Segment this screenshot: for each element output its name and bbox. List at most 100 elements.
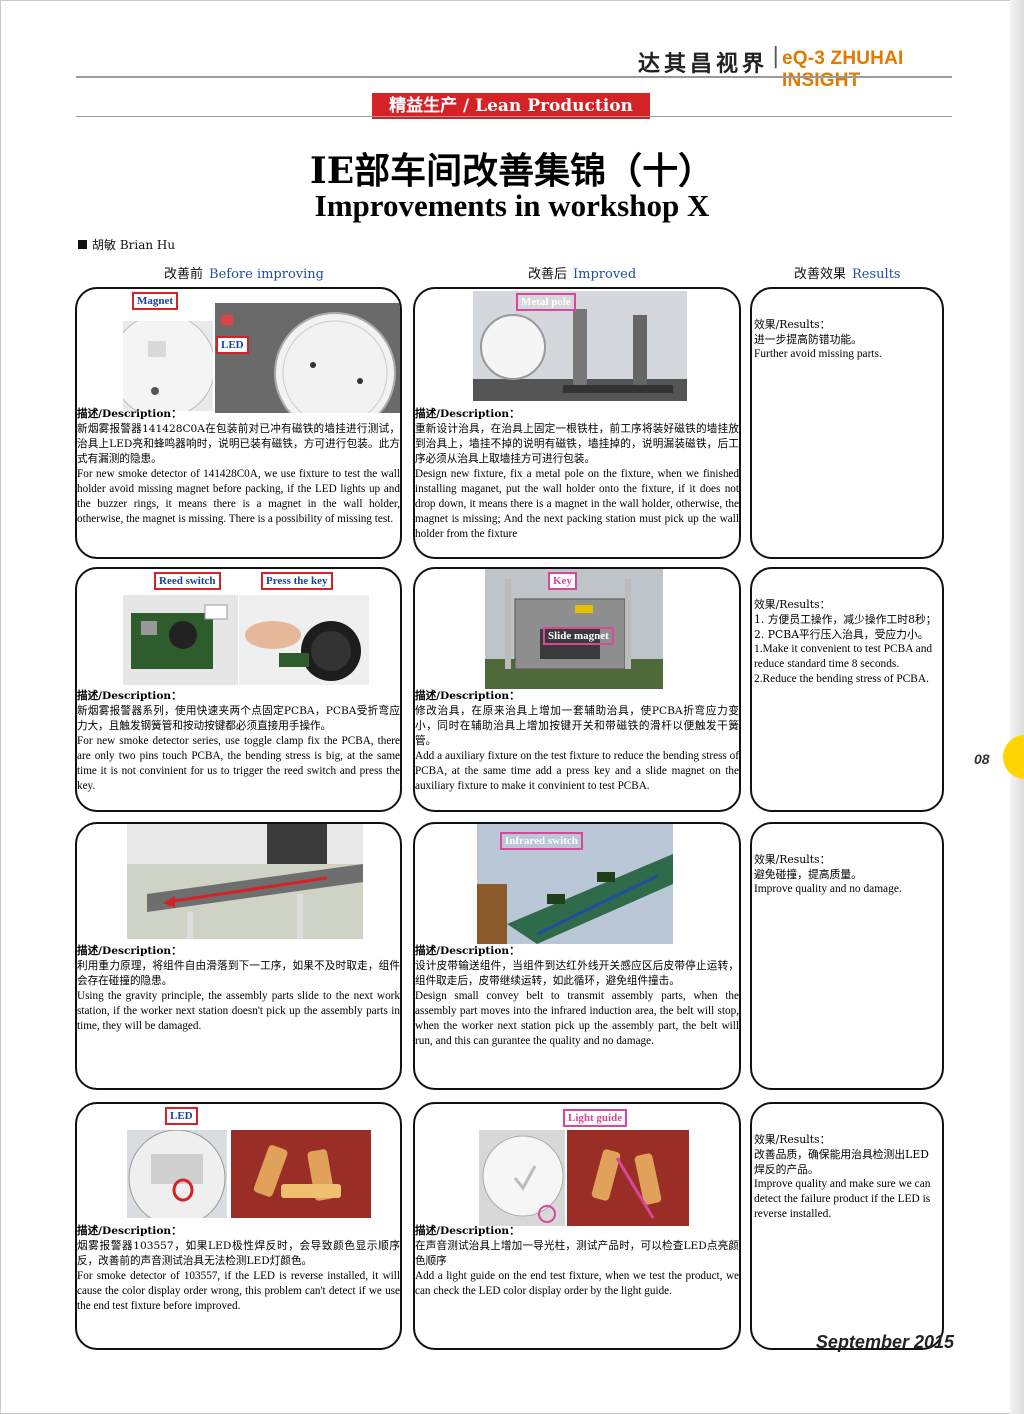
description-cn: 在声音测试治具上增加一导光柱，测试产品时，可以检查LED点亮颜色顺序	[415, 1240, 739, 1267]
description-before-2: 描述/Description： 新烟雾报警器系列，使用快速夹两个点固定PCBA，…	[77, 689, 400, 794]
result-cn: 进一步提高防错功能。	[754, 333, 862, 346]
masthead-en: eQ-3 ZHUHAI INSIGHT	[782, 48, 904, 91]
card-result-3: 效果/Results： 避免碰撞，提高质量。 Improve quality a…	[750, 822, 944, 1090]
label-metal-pole: Metal pole	[516, 293, 576, 311]
card-result-4: 效果/Results： 改善品质，确保能用治具检测出LED焊反的产品。 Impr…	[750, 1102, 944, 1350]
description-after-1: 描述/Description： 重新设计治具，在治具上固定一根铁柱，前工序将装好…	[415, 407, 739, 542]
author-line: 胡敏 Brian Hu	[78, 236, 175, 253]
test-fixture-image	[215, 303, 400, 413]
column-header-before: 改善前 Before improving	[164, 263, 324, 282]
result-text-4: 效果/Results： 改善品质，确保能用治具检测出LED焊反的产品。 Impr…	[754, 1132, 938, 1222]
card-before-2: Reed switch Press the key 描述/Description…	[75, 567, 402, 812]
description-before-4: 描述/Description： 烟雾报警器103557，如果LED极性焊反时，会…	[77, 1224, 400, 1314]
led-components-image	[231, 1130, 371, 1218]
column-before-en: Before improving	[209, 267, 324, 282]
label-led: LED	[216, 336, 249, 354]
photo-led-components	[231, 1130, 371, 1218]
column-before-cn: 改善前	[164, 267, 204, 282]
photo-led-detector	[127, 1130, 227, 1218]
description-cn: 利用重力原理，将组件自由滑落到下一工序，如果不及时取走，组件会存在碰撞的隐患。	[77, 960, 400, 987]
title-cn: IE部车间改善集锦（十）	[309, 150, 715, 192]
metal-pole-fixture-image	[473, 291, 687, 401]
result-heading: 效果/Results：	[754, 598, 831, 611]
description-cn: 设计皮带输送组件，当组件到达红外线开关感应区后皮带停止运转，组件取走后，皮带继续…	[415, 960, 739, 987]
result-text-3: 效果/Results： 避免碰撞，提高质量。 Improve quality a…	[754, 852, 938, 897]
author-name: 胡敏 Brian Hu	[92, 238, 176, 252]
masthead-separator: |	[772, 44, 780, 69]
page-edge-shadow	[1010, 0, 1024, 1414]
photo-test-fixture	[215, 303, 400, 413]
led-detector-image	[127, 1130, 227, 1218]
masthead: 达其昌视界 | eQ-3 ZHUHAI INSIGHT	[620, 44, 960, 91]
card-after-3: Infrared switch 描述/Description： 设计皮带输送组件…	[413, 822, 741, 1090]
photo-pcba-clamp	[123, 595, 238, 685]
card-before-3: 描述/Description： 利用重力原理，将组件自由滑落到下一工序，如果不及…	[75, 822, 402, 1090]
label-led: LED	[165, 1107, 198, 1125]
column-after-cn: 改善后	[528, 267, 568, 282]
label-slide-magnet: Slide magnet	[543, 627, 614, 645]
column-results-en: Results	[852, 267, 901, 282]
auxiliary-fixture-image	[485, 569, 663, 689]
gravity-slide-image	[127, 824, 363, 939]
photo-metal-pole-fixture	[473, 291, 687, 401]
banner-rule	[76, 116, 952, 117]
card-after-4: Light guide 描述/Description： 在声音测试治具上增加一导…	[413, 1102, 741, 1350]
result-en: Improve quality and no damage.	[754, 883, 902, 895]
description-before-3: 描述/Description： 利用重力原理，将组件自由滑落到下一工序，如果不及…	[77, 944, 400, 1034]
description-after-3: 描述/Description： 设计皮带输送组件，当组件到达红外线开关感应区后皮…	[415, 944, 739, 1049]
card-after-1: Metal pole 描述/Description： 重新设计治具，在治具上固定…	[413, 287, 741, 559]
masthead-cn: 达其昌视界	[638, 52, 769, 77]
description-after-2: 描述/Description： 修改治具，在原来治具上增加一套辅助治具，使PCB…	[415, 689, 739, 794]
result-heading: 效果/Results：	[754, 1133, 831, 1146]
hand-press-image	[239, 595, 369, 685]
result-text-1: 效果/Results： 进一步提高防错功能。 Further avoid mis…	[754, 317, 938, 362]
description-heading: 描述/Description：	[415, 1225, 520, 1237]
description-en: For new smoke detector of 141428C0A, we …	[77, 468, 400, 525]
description-heading: 描述/Description：	[415, 408, 520, 420]
description-heading: 描述/Description：	[77, 690, 182, 702]
description-heading: 描述/Description：	[77, 945, 182, 957]
title-en: Improvements in workshop X	[314, 188, 710, 223]
description-en: Add a light guide on the end test fixtur…	[415, 1270, 739, 1297]
photo-auxiliary-fixture	[485, 569, 663, 689]
result-cn-1: 1. 方便员工操作，减少操作工时8秒；	[754, 613, 937, 626]
description-en: For new smoke detector series, use toggl…	[77, 735, 400, 792]
convey-belt-image	[477, 824, 673, 944]
label-reed-switch: Reed switch	[154, 572, 221, 590]
photo-light-guide-detector	[479, 1130, 565, 1226]
card-result-2: 效果/Results： 1. 方便员工操作，减少操作工时8秒； 2. PCBA平…	[750, 567, 944, 812]
page-number: 08	[974, 751, 990, 767]
card-before-4: LED 描述/Description： 烟雾报警器103557，如果LED极性焊…	[75, 1102, 402, 1350]
photo-detector-base	[123, 321, 213, 411]
card-after-2: Key Slide magnet 描述/Description： 修改治具，在原…	[413, 567, 741, 812]
footer-date: September 2015	[815, 1332, 954, 1352]
description-en: Add a auxiliary fixture on the test fixt…	[415, 750, 739, 792]
result-cn: 改善品质，确保能用治具检测出LED焊反的产品。	[754, 1148, 929, 1176]
result-cn-2: 2. PCBA平行压入治具，受应力小。	[754, 628, 929, 641]
description-en: For smoke detector of 103557, if the LED…	[77, 1270, 400, 1312]
photo-convey-belt	[477, 824, 673, 944]
light-guide-fixture-image	[567, 1130, 689, 1226]
result-en: Further avoid missing parts.	[754, 348, 882, 360]
description-heading: 描述/Description：	[415, 945, 520, 957]
card-before-1: Magnet LED 描述/Description： 新烟雾报警器141428C…	[75, 287, 402, 559]
result-heading: 效果/Results：	[754, 318, 831, 331]
section-banner: 精益生产 / Lean Production	[372, 93, 650, 119]
description-cn: 烟雾报警器103557，如果LED极性焊反时，会导致颜色显示顺序反，改善前的声音…	[77, 1240, 400, 1267]
result-en-2: 2.Reduce the bending stress of PCBA.	[754, 673, 929, 685]
result-en-1: 1.Make it convenient to test PCBA and re…	[754, 643, 933, 670]
description-cn: 重新设计治具，在治具上固定一根铁柱，前工序将装好磁铁的墙挂放到治具上，墙挂不掉的…	[415, 423, 739, 465]
description-en: Design small convey belt to transmit ass…	[415, 990, 739, 1047]
result-cn: 避免碰撞，提高质量。	[754, 868, 862, 881]
label-key: Key	[548, 572, 577, 590]
description-after-4: 描述/Description： 在声音测试治具上增加一导光柱，测试产品时，可以检…	[415, 1224, 739, 1299]
label-magnet: Magnet	[132, 292, 179, 310]
description-heading: 描述/Description：	[77, 408, 182, 420]
page-tab	[1003, 735, 1024, 779]
description-en: Using the gravity principle, the assembl…	[77, 990, 400, 1032]
description-cn: 修改治具，在原来治具上增加一套辅助治具，使PCBA折弯应力变小，同时在辅助治具上…	[415, 705, 739, 747]
label-light-guide: Light guide	[563, 1109, 628, 1127]
description-heading: 描述/Description：	[415, 690, 520, 702]
result-en: Improve quality and make sure we can det…	[754, 1178, 931, 1220]
